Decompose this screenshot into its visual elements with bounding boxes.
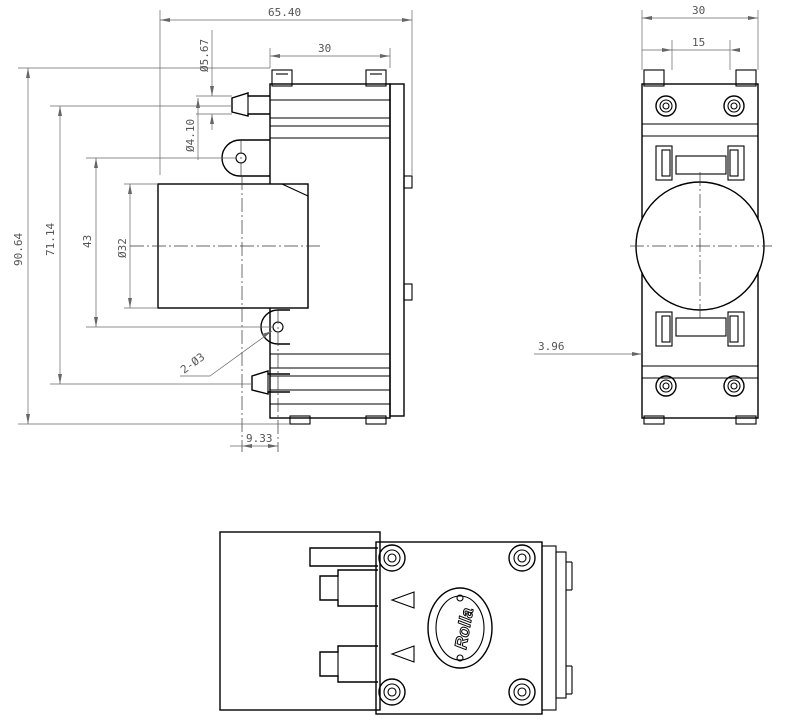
dim-overall-height: 90.64 xyxy=(12,233,25,266)
front-view: 30 15 xyxy=(534,4,772,425)
top-view: Rolla xyxy=(219,531,573,715)
dim-front-hole-spacing: 15 xyxy=(692,36,705,49)
dim-mount-spacing: 43 xyxy=(81,235,94,248)
flow-arrow-in-icon xyxy=(390,645,415,663)
flow-arrow-out-icon xyxy=(390,591,415,609)
top-motor-can xyxy=(219,531,381,711)
dim-motor-diameter: Ø32 xyxy=(116,238,129,258)
side-view: 65.40 30 xyxy=(12,6,413,452)
dim-overall-width: 65.40 xyxy=(268,6,301,19)
rolla-logo-text: Rolla xyxy=(451,606,477,650)
dim-port-spacing: 71.14 xyxy=(44,223,57,256)
dim-barb-diameter: Ø4.10 xyxy=(184,119,197,152)
dim-mount-holes: 2-Ø3 xyxy=(178,350,207,376)
rolla-logo: Rolla xyxy=(427,587,493,669)
dim-body-width: 30 xyxy=(318,42,331,55)
dim-front-width: 30 xyxy=(692,4,705,17)
dim-port-diameter: Ø5.67 xyxy=(198,39,211,72)
dim-mount-offset: 9.33 xyxy=(246,432,273,445)
dim-front-offset: 3.96 xyxy=(538,340,565,353)
